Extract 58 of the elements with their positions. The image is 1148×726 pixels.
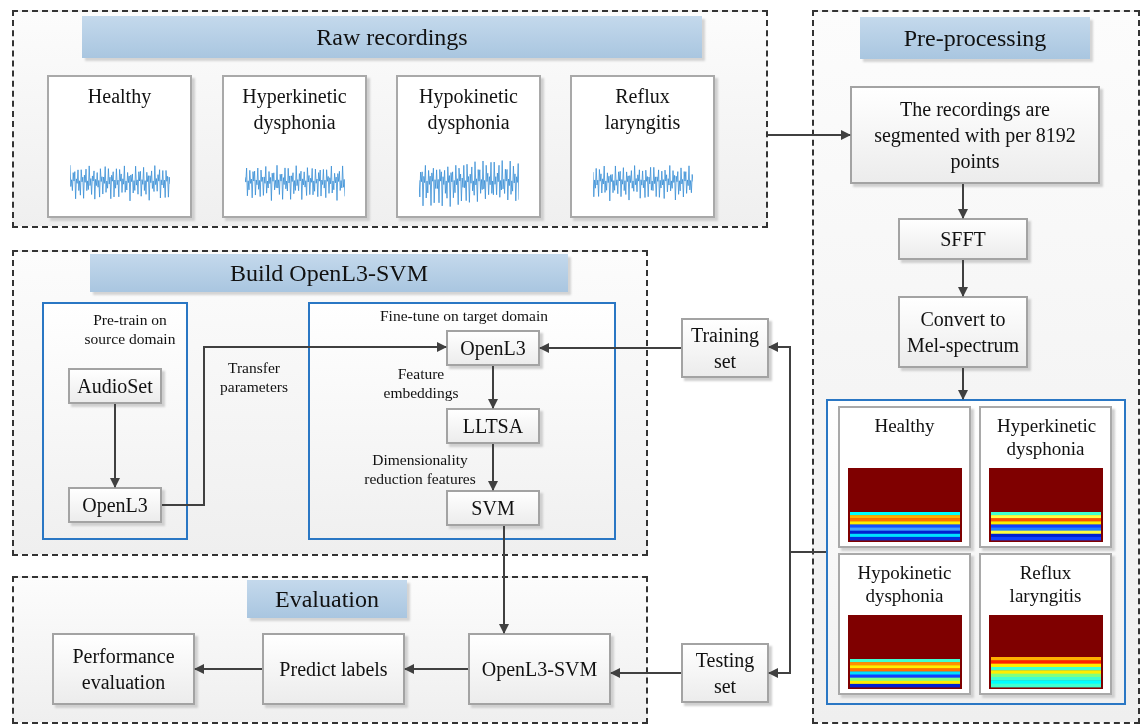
arrow bbox=[539, 343, 682, 353]
arrow bbox=[488, 443, 498, 491]
section-panel bbox=[12, 250, 648, 556]
card-title: Hypokinetic dysphonia bbox=[856, 561, 953, 607]
card-title: Hypokinetic dysphonia bbox=[418, 84, 519, 135]
arrow bbox=[958, 183, 968, 219]
card-title: Reflux laryngitis bbox=[603, 84, 682, 135]
section-panel bbox=[12, 576, 648, 724]
section-title: Pre-processing bbox=[860, 17, 1090, 59]
arrow bbox=[499, 525, 509, 634]
spectrogram-card bbox=[979, 553, 1112, 695]
edge-label: Feature embeddings bbox=[382, 364, 460, 402]
arrow bbox=[958, 259, 968, 297]
card-title: Healthy bbox=[873, 414, 936, 437]
section-panel bbox=[12, 10, 768, 228]
section-frame bbox=[42, 302, 188, 540]
card-title: Healthy bbox=[86, 84, 153, 109]
frame-title: Pre-train on source domain bbox=[83, 310, 177, 348]
process-box: The recordings are segmented with per 8192 points bbox=[850, 86, 1100, 184]
process-box: SVM bbox=[446, 490, 540, 526]
arrow bbox=[958, 367, 968, 400]
arrow bbox=[404, 664, 469, 674]
section-panel bbox=[812, 10, 1140, 724]
process-box: OpenL3 bbox=[446, 330, 540, 366]
spectrogram-card bbox=[838, 553, 971, 695]
arrow bbox=[488, 365, 498, 409]
frame-title: Fine-tune on target domain bbox=[379, 306, 549, 325]
process-box: Testing set bbox=[681, 643, 769, 703]
arrow bbox=[161, 342, 447, 506]
process-box: Performance evaluation bbox=[52, 633, 195, 705]
card-title: Hyperkinetic dysphonia bbox=[996, 414, 1098, 460]
process-box: SFFT bbox=[898, 218, 1028, 260]
arrow bbox=[110, 403, 120, 488]
process-box: LLTSA bbox=[446, 408, 540, 444]
arrow bbox=[767, 130, 851, 140]
spectrogram-card bbox=[838, 406, 971, 548]
section-title: Evaluation bbox=[247, 580, 407, 618]
section-frame bbox=[826, 399, 1126, 705]
process-box: Training set bbox=[681, 318, 769, 378]
recording-card bbox=[222, 75, 367, 218]
recording-card bbox=[570, 75, 715, 218]
recording-card bbox=[396, 75, 541, 218]
process-box: AudioSet bbox=[68, 368, 162, 404]
section-frame bbox=[308, 302, 616, 540]
section-title: Build OpenL3-SVM bbox=[90, 254, 568, 292]
arrow bbox=[610, 668, 682, 678]
card-title: Hyperkinetic dysphonia bbox=[241, 84, 348, 135]
recording-card bbox=[47, 75, 192, 218]
process-box: Convert to Mel-spectrum bbox=[898, 296, 1028, 368]
card-title: Reflux laryngitis bbox=[1008, 561, 1083, 607]
process-box: OpenL3 bbox=[68, 487, 162, 523]
edge-label: Dimensionality reduction features bbox=[363, 450, 477, 488]
arrow bbox=[194, 664, 263, 674]
process-box: Predict labels bbox=[262, 633, 405, 705]
section-title: Raw recordings bbox=[82, 16, 702, 58]
process-box: OpenL3-SVM bbox=[468, 633, 611, 705]
spectrogram-card bbox=[979, 406, 1112, 548]
edge-label: Transfer parameters bbox=[219, 358, 289, 396]
